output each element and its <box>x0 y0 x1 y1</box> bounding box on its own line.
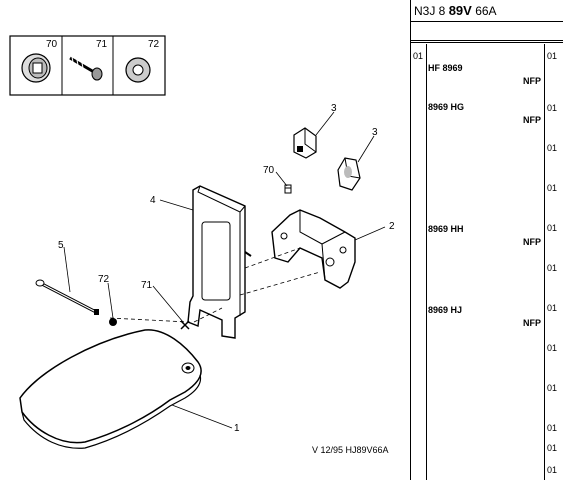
right-code-7: 01 <box>547 303 558 313</box>
right-code-6: 01 <box>547 263 558 273</box>
screw-icon <box>69 56 103 81</box>
right-code-5: 01 <box>547 223 558 233</box>
nut-icon <box>21 53 51 83</box>
part-nfp-2: NFP <box>523 115 541 125</box>
header-band <box>411 40 563 43</box>
clip-part-upper <box>293 127 317 159</box>
right-column-divider <box>544 44 545 480</box>
right-code-9: 01 <box>547 383 558 393</box>
right-code-10: 01 <box>547 423 558 433</box>
drawing-reference: V 12/95 HJ89V66A <box>312 445 389 455</box>
thumb-label-72: 72 <box>148 39 160 50</box>
callout-5: 5 <box>58 240 64 251</box>
callout-72: 72 <box>98 274 110 285</box>
washer-icon <box>125 57 151 83</box>
callout-2: 2 <box>389 221 395 232</box>
thumb-label-71: 71 <box>96 39 108 50</box>
assembly-lines <box>109 247 321 323</box>
header-suffix: 66A <box>475 4 497 18</box>
callout-70: 70 <box>263 165 275 176</box>
part-ref-2[interactable]: 8969 HG <box>428 102 465 112</box>
part-ref-1[interactable]: HF 8969 <box>428 63 463 73</box>
exploded-parts-diagram: 70 71 72 <box>9 35 395 455</box>
right-code-4: 01 <box>547 183 558 193</box>
catalog-header: N3J 8 89V 66A <box>411 0 563 22</box>
armrest-cushion <box>19 329 202 449</box>
part-nfp-3: NFP <box>523 237 541 247</box>
right-code-2: 01 <box>547 103 558 113</box>
right-code-12: 01 <box>547 465 558 475</box>
frame-divider <box>410 0 411 480</box>
parts-info-panel: N3J 8 89V 66A 01 HF 8969 NFP 8969 HG NFP… <box>411 0 563 480</box>
screw-cross-icon <box>180 320 190 330</box>
left-code: 01 <box>413 51 424 61</box>
callout-leaders <box>63 111 386 429</box>
right-code-3: 01 <box>547 143 558 153</box>
right-code-11: 01 <box>547 443 558 453</box>
callout-1: 1 <box>234 423 240 434</box>
callout-3b: 3 <box>372 127 378 138</box>
clip-part-lower <box>337 157 361 191</box>
right-code-1: 01 <box>547 51 558 61</box>
small-washer-icon <box>109 318 117 326</box>
header-prefix: N3J 8 <box>414 4 446 18</box>
right-code-8: 01 <box>547 343 558 353</box>
pin-rod <box>35 279 99 315</box>
callout-4: 4 <box>150 195 156 206</box>
header-code: 89V <box>448 3 472 18</box>
callout-71: 71 <box>141 280 153 291</box>
small-nut-icon <box>284 184 292 194</box>
hinge-bracket <box>271 209 356 289</box>
support-plate <box>187 185 252 339</box>
parts-thumbnail-box: 70 71 72 <box>9 35 166 96</box>
thumb-label-70: 70 <box>46 39 58 50</box>
left-column-divider <box>426 44 427 480</box>
part-ref-3[interactable]: 8969 HH <box>428 224 464 234</box>
part-nfp-1: NFP <box>523 76 541 86</box>
part-ref-4[interactable]: 8969 HJ <box>428 305 463 315</box>
callout-3a: 3 <box>331 103 337 114</box>
part-nfp-4: NFP <box>523 318 541 328</box>
